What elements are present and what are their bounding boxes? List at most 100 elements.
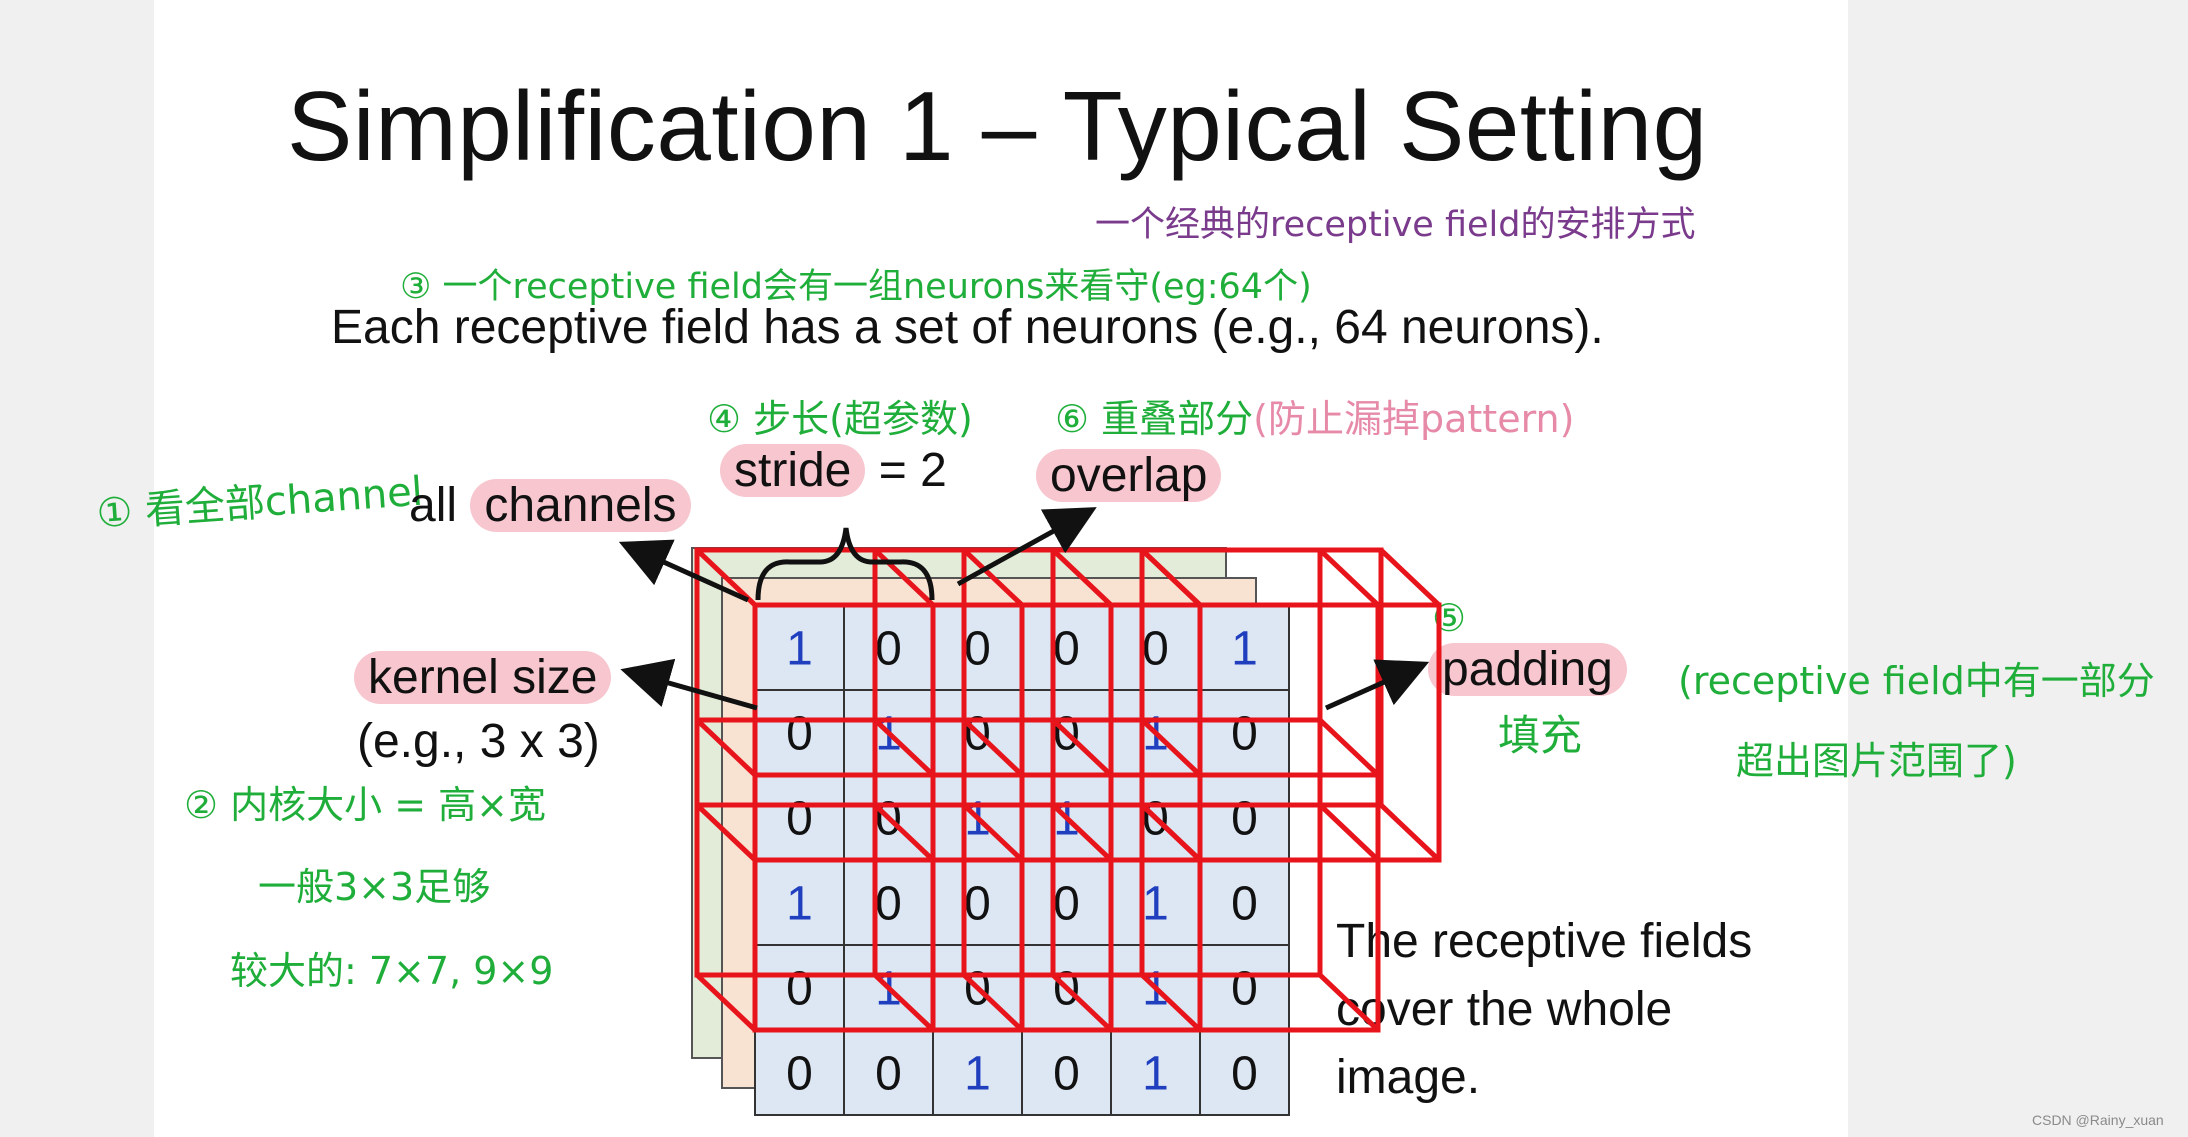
grid-cell-value: 0: [964, 878, 991, 931]
annotation-6: ⑥ 重叠部分(防止漏掉pattern): [1055, 388, 1574, 443]
receptive-field-edge: [1379, 548, 1441, 607]
grid-cell: [1199, 944, 1290, 1031]
padding-label: padding: [1428, 642, 1627, 697]
grid-cell: [1199, 1029, 1290, 1116]
receptive-field-back-face: [1050, 717, 1323, 978]
receptive-field-edge: [1051, 548, 1113, 607]
receptive-field-edge: [1318, 548, 1380, 607]
receptive-field-edge: [1140, 973, 1202, 1032]
receptive-field-front-face: [752, 602, 1025, 863]
grid-cell-value: 1: [786, 623, 813, 676]
grid-cell: [1199, 774, 1290, 861]
stride-value: = 2: [865, 444, 947, 497]
cover-line-1: The receptive fields: [1336, 915, 1753, 968]
grid-cell-value: 0: [786, 963, 813, 1016]
watermark: CSDN @Rainy_xuan: [2032, 1112, 2164, 1128]
arrow-to-kernel-size: [620, 658, 758, 711]
grid-cell-value: 0: [1053, 1048, 1080, 1101]
receptive-field-edge: [1318, 803, 1380, 862]
receptive-field-front-face: [1108, 772, 1381, 1033]
grid-cell-value: 0: [1231, 708, 1258, 761]
green-annotation-padding-b: 超出图片范围了): [1736, 739, 2017, 783]
receptive-field-edge: [695, 718, 757, 777]
grid-cell: [932, 1029, 1023, 1116]
grid-cell-value: 0: [875, 623, 902, 676]
receptive-field-edge: [695, 973, 757, 1032]
arrow-to-channels: [618, 539, 750, 603]
grid-cell-value: 1: [1231, 623, 1258, 676]
grid-cell-value: 0: [1142, 623, 1169, 676]
receptive-field-back-face: [872, 717, 1145, 978]
arrow-to-overlap: [956, 507, 1097, 587]
grid-cell-value: 0: [1231, 1048, 1258, 1101]
all-prefix: all: [409, 479, 471, 532]
overlap-highlight: overlap: [1036, 449, 1222, 502]
receptive-field-edge: [695, 803, 757, 862]
stride-label: stride = 2: [720, 443, 947, 498]
arrow-to-padding: [1324, 659, 1430, 711]
grid-cell-value: 0: [875, 878, 902, 931]
receptive-field-edge: [873, 718, 935, 777]
label-arrows: [618, 507, 1430, 711]
grid-cell-value: 0: [786, 708, 813, 761]
receptive-field-front-face: [930, 772, 1203, 1033]
grid-cell-value: 0: [1231, 963, 1258, 1016]
green-annotation-2c: 较大的: 7×7, 9×9: [230, 949, 554, 993]
receptive-field-edge: [1318, 718, 1380, 777]
grid-cell-value: 1: [964, 1048, 991, 1101]
grid-cell: [754, 604, 845, 691]
receptive-field-front-face: [752, 772, 1025, 1033]
stride-brace: [755, 527, 935, 601]
slide-title: Simplification 1 – Typical Setting: [287, 71, 1708, 181]
grid-cell-value: 1: [1142, 878, 1169, 931]
grid-cell-value: 0: [1053, 623, 1080, 676]
receptive-field-edge: [1379, 803, 1441, 862]
receptive-field-boxes: [694, 547, 1442, 1033]
receptive-field-edge: [1051, 803, 1113, 862]
annotation-6-prefix: ⑥ 重叠部分: [1055, 397, 1254, 441]
receptive-field-mid-3: [1050, 717, 1381, 1033]
grid-cell: [1110, 604, 1201, 691]
receptive-field-edge: [1140, 718, 1202, 777]
receptive-field-edge: [873, 548, 935, 607]
receptive-field-mid-1: [694, 717, 1025, 1033]
receptive-field-edge: [1318, 973, 1380, 1032]
receptive-field-edge: [962, 548, 1024, 607]
all-channels-label: all channels: [409, 478, 691, 533]
grid-cell: [843, 1029, 934, 1116]
kernel-size-label: kernel size: [354, 650, 612, 705]
grid-cell: [1199, 689, 1290, 776]
grid-cell: [1021, 1029, 1112, 1116]
green-annotation-padding-a: (receptive field中有一部分: [1678, 659, 2155, 703]
cover-text: The receptive fields cover the whole ima…: [1336, 908, 1752, 1112]
green-annotation-2a: ② 内核大小 = 高×宽: [184, 783, 546, 827]
grid-cell: [754, 859, 845, 946]
receptive-field-front-face: [1197, 602, 1442, 863]
purple-annotation: 一个经典的receptive field的安排方式: [1095, 205, 1696, 245]
receptive-field-back-face: [694, 717, 967, 978]
receptive-field-edge: [1140, 548, 1202, 607]
cover-line-2: cover the whole: [1336, 983, 1673, 1036]
grid-cell-value: 1: [786, 878, 813, 931]
slide-subtitle: Each receptive field has a set of neuron…: [331, 301, 1604, 354]
grid-cell-value: 0: [964, 623, 991, 676]
stride-highlight: stride: [720, 444, 866, 497]
receptive-field-edge: [1051, 973, 1113, 1032]
grid-cell-value: 0: [1231, 878, 1258, 931]
receptive-field-edge: [873, 803, 935, 862]
receptive-field-edge: [962, 973, 1024, 1032]
grid-cell-value: 0: [875, 1048, 902, 1101]
receptive-field-edge: [873, 973, 935, 1032]
receptive-field-top-1: [694, 547, 1025, 863]
receptive-field-back-face: [694, 547, 967, 808]
annotation-6-text: (防止漏掉pattern): [1253, 397, 1575, 441]
green-annotation-3: ③ 一个receptive field会有一组neurons来看守(eg:64个…: [400, 267, 1312, 307]
grid-cell-value: 1: [1142, 1048, 1169, 1101]
grid-cell-value: 0: [1231, 793, 1258, 846]
grid-cell-value: 0: [1053, 878, 1080, 931]
kernel-size-highlight: kernel size: [354, 651, 612, 704]
green-annotation-5: 填充: [1498, 711, 1583, 760]
overlap-label: overlap: [1036, 448, 1222, 503]
receptive-field-edge: [962, 803, 1024, 862]
